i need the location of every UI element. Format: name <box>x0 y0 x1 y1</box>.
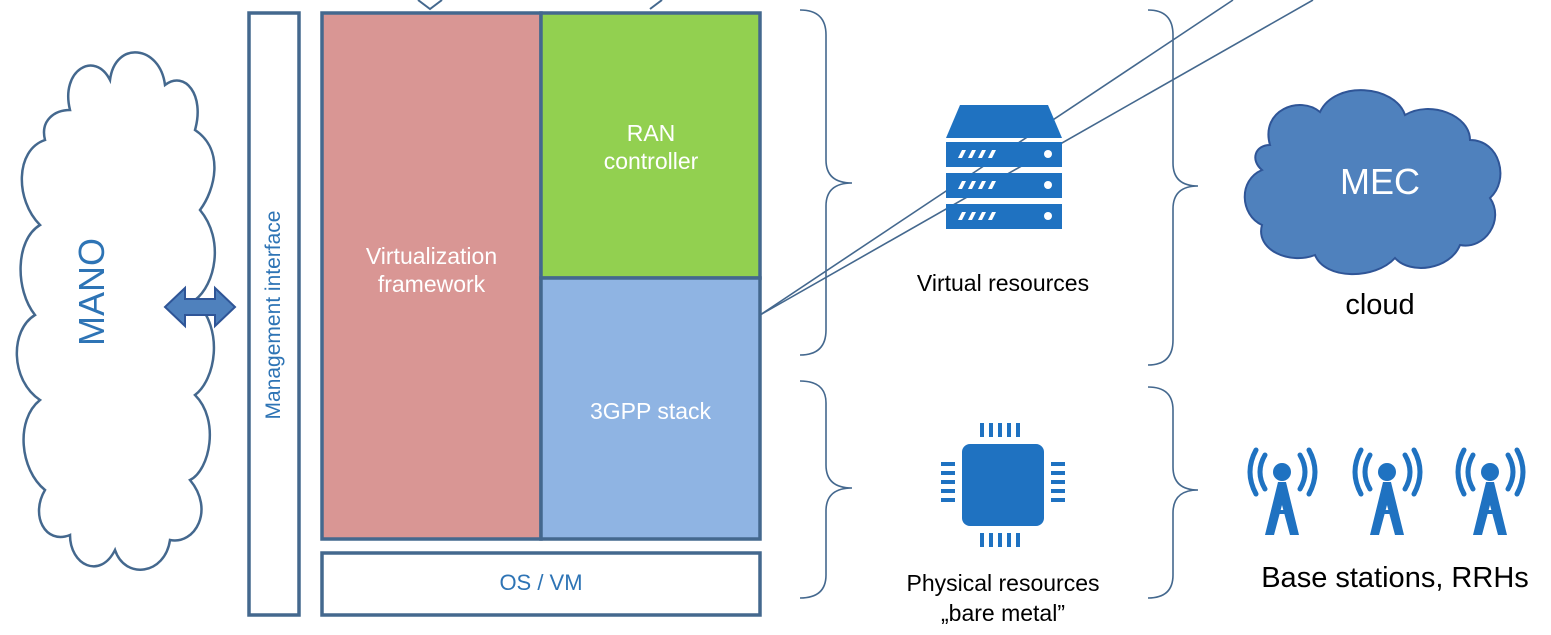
double-arrow-icon <box>163 285 237 329</box>
radio-tower-icon <box>1352 447 1423 535</box>
management-interface-label: Management interface <box>262 210 285 420</box>
ran-controller-block <box>539 11 762 280</box>
virtualization-block <box>320 11 543 541</box>
os-vm-block <box>320 551 762 617</box>
virtualization-label: Virtualization framework <box>365 243 498 297</box>
management-interface-bar <box>247 11 301 617</box>
virtual-brace <box>799 9 853 356</box>
cpu-chip-icon <box>941 423 1065 547</box>
radio-tower-icon <box>1247 447 1318 535</box>
ran-controller-label: RAN controller <box>603 120 699 174</box>
os-vm-label: OS / VM <box>499 570 583 595</box>
base-stations-brace <box>1147 386 1199 599</box>
cloud-brace <box>1147 9 1199 366</box>
physical-brace <box>799 380 853 599</box>
mec-label: MEC <box>1340 161 1420 202</box>
radio-tower-icon <box>1455 447 1526 535</box>
mec-cloud-shape <box>1243 89 1502 276</box>
cloud-label: cloud <box>1345 289 1415 321</box>
virtual-resources-label: Virtual resources <box>916 270 1090 296</box>
physical-resources-label: Physical resources <box>906 570 1100 596</box>
stack-label: 3GPP stack <box>589 398 712 424</box>
bare-metal-label: „bare metal” <box>941 600 1065 626</box>
server-stack-icon <box>946 105 1062 229</box>
stack-block <box>539 276 762 541</box>
mano-cloud-shape <box>15 51 216 571</box>
base-stations-label: Base stations, RRHs <box>1261 562 1529 594</box>
top-connector <box>417 0 443 11</box>
top-connector <box>649 0 663 10</box>
mano-label: MANO <box>71 238 112 346</box>
